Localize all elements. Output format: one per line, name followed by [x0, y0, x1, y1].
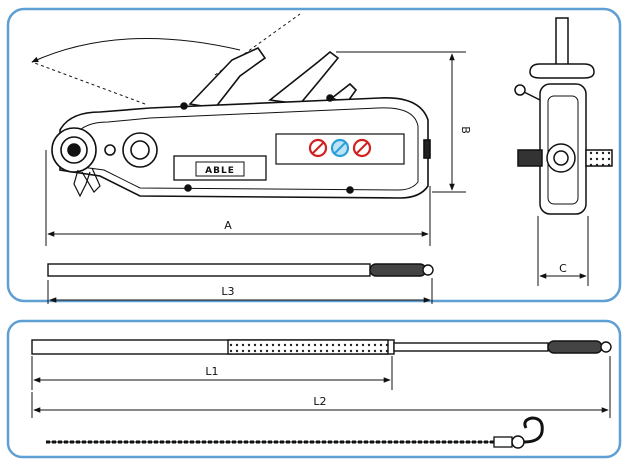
no-symbol-icon-2: [330, 138, 350, 158]
collapsed-handle: [47, 263, 434, 277]
dimension-l3-label: L3: [221, 285, 234, 298]
dimension-a-label: A: [224, 219, 232, 232]
warning-icons: [308, 138, 372, 158]
no-symbol-icon-3: [352, 138, 372, 158]
hoist-front-view: [514, 17, 613, 215]
hoist-housing: [59, 97, 429, 199]
dimension-l2-label: L2: [313, 395, 326, 408]
dimension-l2: [31, 356, 611, 418]
handle-swing-arc: [31, 13, 301, 105]
dimension-l1: [31, 356, 393, 390]
dimension-l3: [47, 278, 433, 304]
dimension-b: [336, 51, 466, 193]
nameplate-label: ABLE: [205, 166, 235, 176]
hoist-side-view: [51, 46, 431, 199]
safety-chain: [73, 167, 101, 198]
no-symbol-icon-1: [308, 138, 328, 158]
extended-handle: [31, 339, 612, 355]
dimension-a: [45, 150, 431, 246]
handle-lock-section: [227, 339, 389, 355]
dimension-b-label: B: [459, 126, 472, 134]
extended-handle-grip: [547, 340, 603, 354]
dimension-c-label: C: [559, 262, 567, 275]
wire-rope: [46, 435, 525, 449]
bottom-panel-frame: [6, 319, 622, 459]
rope-hook: [523, 416, 544, 444]
dimension-l1-label: L1: [205, 365, 218, 378]
handle-grip: [369, 263, 427, 277]
dimension-c: [537, 216, 589, 286]
